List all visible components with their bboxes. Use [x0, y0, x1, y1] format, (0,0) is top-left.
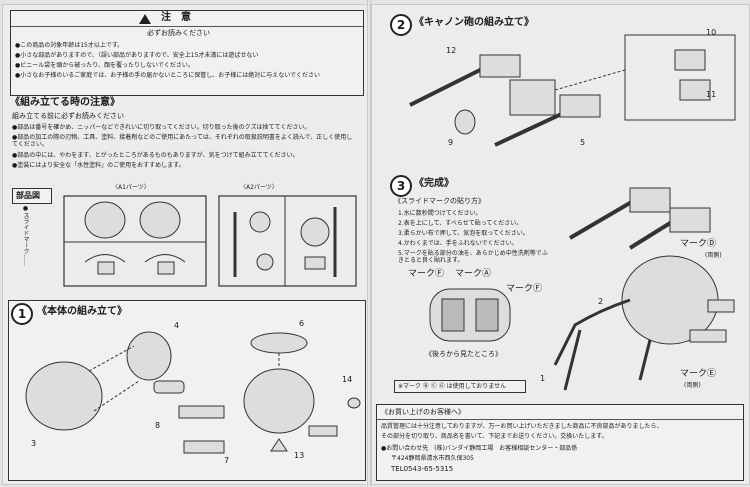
- caution-line: ●ビニール袋を頭から被ったり、顔を覆ったりしないでください。: [15, 62, 194, 69]
- step2-callout: 11: [706, 90, 717, 99]
- step1-title: 《本体の組み立て》: [37, 306, 127, 317]
- step3-callout: 1: [540, 374, 546, 383]
- step1-callout: 3: [31, 439, 37, 448]
- page-fold: [367, 0, 371, 487]
- customer-address: 〒424静岡県清水市西久保305: [391, 455, 474, 462]
- customer-tel: TEL0543-65-5315: [391, 465, 454, 473]
- step3-callout: 2: [598, 297, 604, 306]
- step2-callout: 12: [446, 46, 457, 55]
- unused-mark-note: ※マーク Ⓑ Ⓒ Ⓖ は使用しておりません: [398, 383, 507, 390]
- mark-f-label: マークⒻ: [408, 269, 445, 279]
- assembly-notes-title: 《組み立てる時の注意》: [10, 97, 120, 108]
- caution-line: ●この商品の対象年齢は15才以上です。: [15, 42, 124, 49]
- customer-line: その部分を切り取り、商品名を書いて、下記までお送りください。交換いたします。: [381, 433, 608, 440]
- parts-diagram-label: 部品図: [16, 191, 40, 200]
- a1-parts-label: 〈A1パーツ〉: [112, 184, 150, 191]
- step1-box: 1 《本体の組み立て》 4 3 6 14 8 7 13: [8, 300, 366, 481]
- step2-callout: 10: [706, 28, 717, 37]
- sticker-step: 3.柔らかい布で押して、気泡を取ってください。: [398, 230, 529, 237]
- assembly-note-line: ●部品の中には、やわをます、とがったところがあるものもありますが、気をつけて組み…: [12, 152, 299, 159]
- a1-sprue-drawing: [63, 195, 207, 287]
- mark-e-sub: (両側): [684, 382, 701, 389]
- assembly-note-line: ●部品の加工の際の刃物、工具、塗料、接着剤などのご使用にあたっては、それぞれの取…: [12, 134, 353, 148]
- step2-title: 《キャノン砲の組み立て》: [414, 17, 534, 28]
- customer-contact: ●お問い合わせ先 (株)バンダイ静岡工場 お客様相談センター・部品係: [381, 445, 578, 452]
- mark-d-label: マークⒹ: [680, 239, 717, 249]
- step1-callout: 13: [294, 451, 305, 460]
- slide-mark-label: ●スライドマーク……: [22, 205, 29, 266]
- back-view-drawing: [429, 288, 511, 342]
- assembly-note-line: ●塗装にはより安全な「水性塗料」のご使用をおすすめします。: [12, 162, 185, 169]
- sticker-step: 4.かわくまでは、手をふれないでください。: [398, 240, 518, 247]
- back-view-label: 《後ろから見たところ》: [425, 350, 502, 358]
- step1-callout: 7: [224, 456, 230, 465]
- customer-line: 品質管理には十分注意しておりますが、万一お買い上げいただきました商品に不良部品が…: [381, 423, 663, 430]
- sticker-step: 5.マークを貼る部分の油を、あらかじめ中性洗剤等でふきとると良く貼れます。: [398, 250, 548, 264]
- caution-line: ●小さなお子様のいるご家庭では、お子様の手の届かないところに保管し、お子様には絶…: [15, 72, 321, 79]
- step2-callout: 5: [580, 138, 586, 147]
- step1-number: 1: [11, 303, 33, 325]
- step2-number: 2: [390, 14, 412, 36]
- assembly-notes-subtitle: 組み立てる前に必ずお読みください: [12, 112, 124, 120]
- mark-d-sub: (両側): [705, 252, 722, 259]
- customer-title: 《お買い上げのお客様へ》: [381, 408, 465, 416]
- warning-icon: [139, 14, 151, 24]
- step1-drawing: [25, 331, 361, 454]
- caution-subtitle: 必ずお読みください: [147, 29, 210, 37]
- step2-drawing: [409, 34, 736, 147]
- sticker-step: 2.表を上にして、すべらせて貼ってください。: [398, 220, 523, 227]
- step1-callout: 14: [342, 375, 353, 384]
- step1-callout: 6: [299, 319, 305, 328]
- mark-f2-label: マークⒻ: [506, 284, 543, 294]
- caution-box: 注 意 必ずお読みください ●この商品の対象年齢は15才以上です。 ●小さな部品…: [10, 10, 364, 96]
- step3-number: 3: [390, 175, 412, 197]
- step1-callout: 8: [155, 421, 161, 430]
- sticker-step: 1.水に数秒間つけてください。: [398, 210, 482, 217]
- step1-callout: 4: [174, 321, 180, 330]
- mark-e-label: マークⒺ: [680, 369, 717, 379]
- unused-mark-note-box: ※マーク Ⓑ Ⓒ Ⓖ は使用しておりません: [394, 380, 526, 393]
- parts-label-box: 部品図: [12, 188, 52, 204]
- customer-box: 《お買い上げのお客様へ》 品質管理には十分注意しておりますが、万一お買い上げいた…: [376, 404, 744, 481]
- assembly-note-line: ●部品は番号を確かめ、ニッパーなどできれいに切り取ってください。切り取った後のク…: [12, 124, 311, 131]
- caution-line: ●小さな部品がありますので、（誤い部品がありますので、安全上15才未満には遊ばせ…: [15, 52, 259, 59]
- a2-parts-label: 〈A2パーツ〉: [240, 184, 278, 191]
- caution-title: 注 意: [161, 12, 191, 23]
- step3-title: 《完成》: [414, 178, 454, 189]
- step2-callout: 9: [448, 138, 454, 147]
- mark-a-label: マークⒶ: [455, 269, 492, 279]
- completed-model-drawing: [553, 187, 735, 391]
- a2-sprue-drawing: [218, 195, 357, 287]
- sticker-title: 《スライドマークの貼り方》: [394, 197, 485, 205]
